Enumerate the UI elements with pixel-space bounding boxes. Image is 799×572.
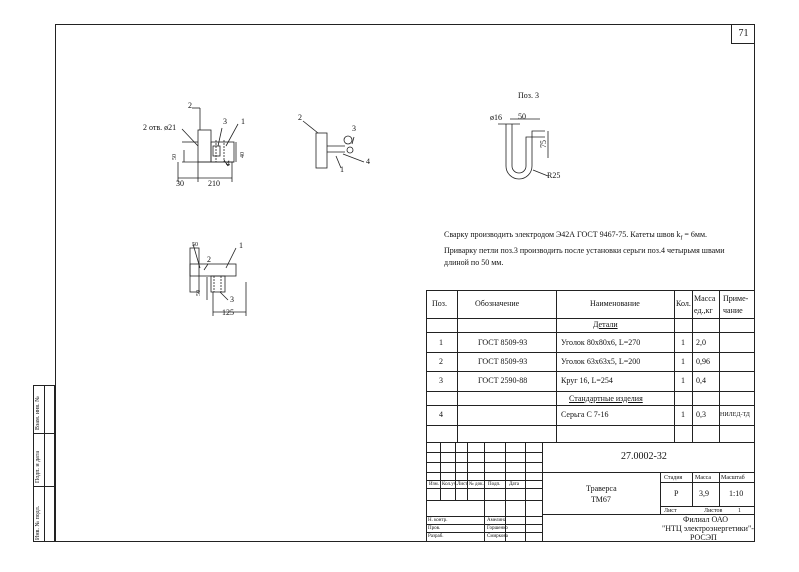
spec-row1-pos: 1 [439, 338, 443, 347]
v1-dim-50: 50 [172, 154, 178, 160]
tb-org-3: РОСЭП [690, 533, 717, 542]
spec-h-prim-1: Приме- [723, 294, 749, 303]
tb-listov-h: Листов [704, 508, 723, 514]
spec-h-oboz: Обозначение [475, 299, 520, 308]
spec-h-massa-1: Масса [694, 294, 716, 303]
tb-massa-h: Масса [695, 475, 712, 481]
sheet-number: 71 [731, 24, 755, 44]
spec-row2-massa: 0,96 [696, 357, 710, 366]
spec-h-massa-2: ед.,кг [694, 306, 713, 315]
tb-col-izm: Изм. [429, 482, 439, 487]
spec-row1-oboz: ГОСТ 8509-93 [478, 338, 528, 347]
spec-row4-prim: НИЛЕД-ТД [720, 412, 750, 418]
tb-col-kol-uch: Кол.уч. [442, 482, 458, 487]
poz3-dim-75: 75 [539, 140, 548, 148]
v1-pos4: 4 [226, 159, 230, 168]
spec-row2-kol: 1 [681, 357, 685, 366]
tb-col-podp: Подп. [488, 482, 501, 487]
poz3-drawing [498, 118, 549, 180]
spec-row3-pos: 3 [439, 376, 443, 385]
v1-dim-40: 40 [240, 152, 246, 158]
spec-row3-naim: Круг 16, L=254 [561, 376, 613, 385]
v3-pos1: 1 [239, 241, 243, 250]
v1-pos2: 2 [188, 101, 192, 110]
spec-row4-pos: 4 [439, 410, 443, 419]
side-strip: Взам. инв. № Подп. и дата Инв. № подл. [33, 385, 55, 542]
tb-masshtab-h: Масштаб [721, 475, 745, 481]
v1-pos3: 3 [223, 117, 227, 126]
spec-row3-oboz: ГОСТ 2590-88 [478, 376, 528, 385]
v2-pos1: 1 [340, 165, 344, 174]
poz3-dim-50: 50 [518, 112, 526, 121]
tb-name-2: ТМ67 [591, 495, 611, 504]
tb-list-h: Лист [664, 508, 677, 514]
v1-pos1: 1 [241, 117, 245, 126]
spec-row2-oboz: ГОСТ 8509-93 [478, 357, 528, 366]
tb-listov: 1 [738, 508, 741, 514]
poz3-title: Поз. 3 [518, 91, 539, 100]
drawing-frame [55, 24, 755, 542]
spec-h-pos: Поз. [432, 299, 447, 308]
tb-role-prov: Пров. [428, 526, 441, 531]
v3-dim-50-side: 50 [196, 290, 202, 296]
tb-name-nkontr: Амелина [487, 518, 507, 523]
spec-section-std: Стандартные изделия [569, 394, 643, 403]
spec-row4-naim: Серьга С 7-16 [561, 410, 609, 419]
spec-h-prim-2: чание [723, 306, 743, 315]
tb-role-razrab: Разраб. [428, 534, 444, 539]
spec-h-naim: Наименование [590, 299, 640, 308]
spec-row1-kol: 1 [681, 338, 685, 347]
tb-stadiya: Р [674, 489, 679, 498]
spec-h-kol: Кол. [676, 299, 691, 308]
v1-dim-210: 210 [208, 179, 220, 188]
poz3-radius: R25 [547, 171, 561, 180]
note-line1: Сварку производить электродом Э42А ГОСТ … [444, 230, 708, 242]
v1-dim-30: 30 [176, 179, 184, 188]
v2-pos2: 2 [298, 113, 302, 122]
v3-dim-50-top: 50 [192, 242, 198, 248]
spec-row4-massa: 0,3 [696, 410, 706, 419]
tb-doc-number: 27.0002-32 [621, 451, 667, 462]
tb-masshtab: 1:10 [729, 489, 744, 498]
tb-name-1: Траверса [586, 484, 617, 493]
note-line2: Приварку петли поз.3 производить после у… [444, 245, 725, 255]
tb-name-razrab: Смиркова [487, 534, 508, 539]
v2-pos4: 4 [366, 157, 370, 166]
v3-pos2: 2 [207, 255, 211, 264]
tb-col-list: Лист [457, 482, 468, 487]
tb-org-2: "НТЦ электроэнергетики"- [662, 524, 754, 533]
tb-role-nkontr: Н. контр. [428, 518, 448, 523]
spec-row3-kol: 1 [681, 376, 685, 385]
v1-label-2otv: 2 отв. ø21 [143, 123, 177, 132]
spec-row2-naim: Уголок 63х63х5, L=200 [561, 357, 641, 366]
poz3-dia: ø16 [490, 113, 502, 122]
view2-drawing [302, 120, 365, 169]
tb-stadiya-h: Стадия [664, 475, 683, 481]
spec-row4-kol: 1 [681, 410, 685, 419]
spec-row1-massa: 2,0 [696, 338, 706, 347]
v3-pos3: 3 [230, 295, 234, 304]
tb-col-data: Дата [509, 482, 519, 487]
spec-row3-massa: 0,4 [696, 376, 706, 385]
tb-col-n-dok: № док. [469, 482, 484, 487]
notes: Сварку производить электродом Э42А ГОСТ … [444, 229, 744, 269]
v3-dim-125: 125 [222, 308, 234, 317]
view1-drawing [177, 107, 239, 182]
tb-massa: 3,9 [699, 489, 709, 498]
spec-row1-naim: Уголок 80х80х6, L=270 [561, 338, 641, 347]
v2-pos3: 3 [352, 124, 356, 133]
spec-section-details: Детали [593, 320, 618, 329]
note-line3: длиной по 50 мм. [444, 257, 504, 267]
tb-name-prov: Горшенко [487, 526, 508, 531]
tb-org-1: Филиал ОАО [683, 515, 729, 524]
view3-drawing [189, 243, 247, 316]
spec-row2-pos: 2 [439, 357, 443, 366]
